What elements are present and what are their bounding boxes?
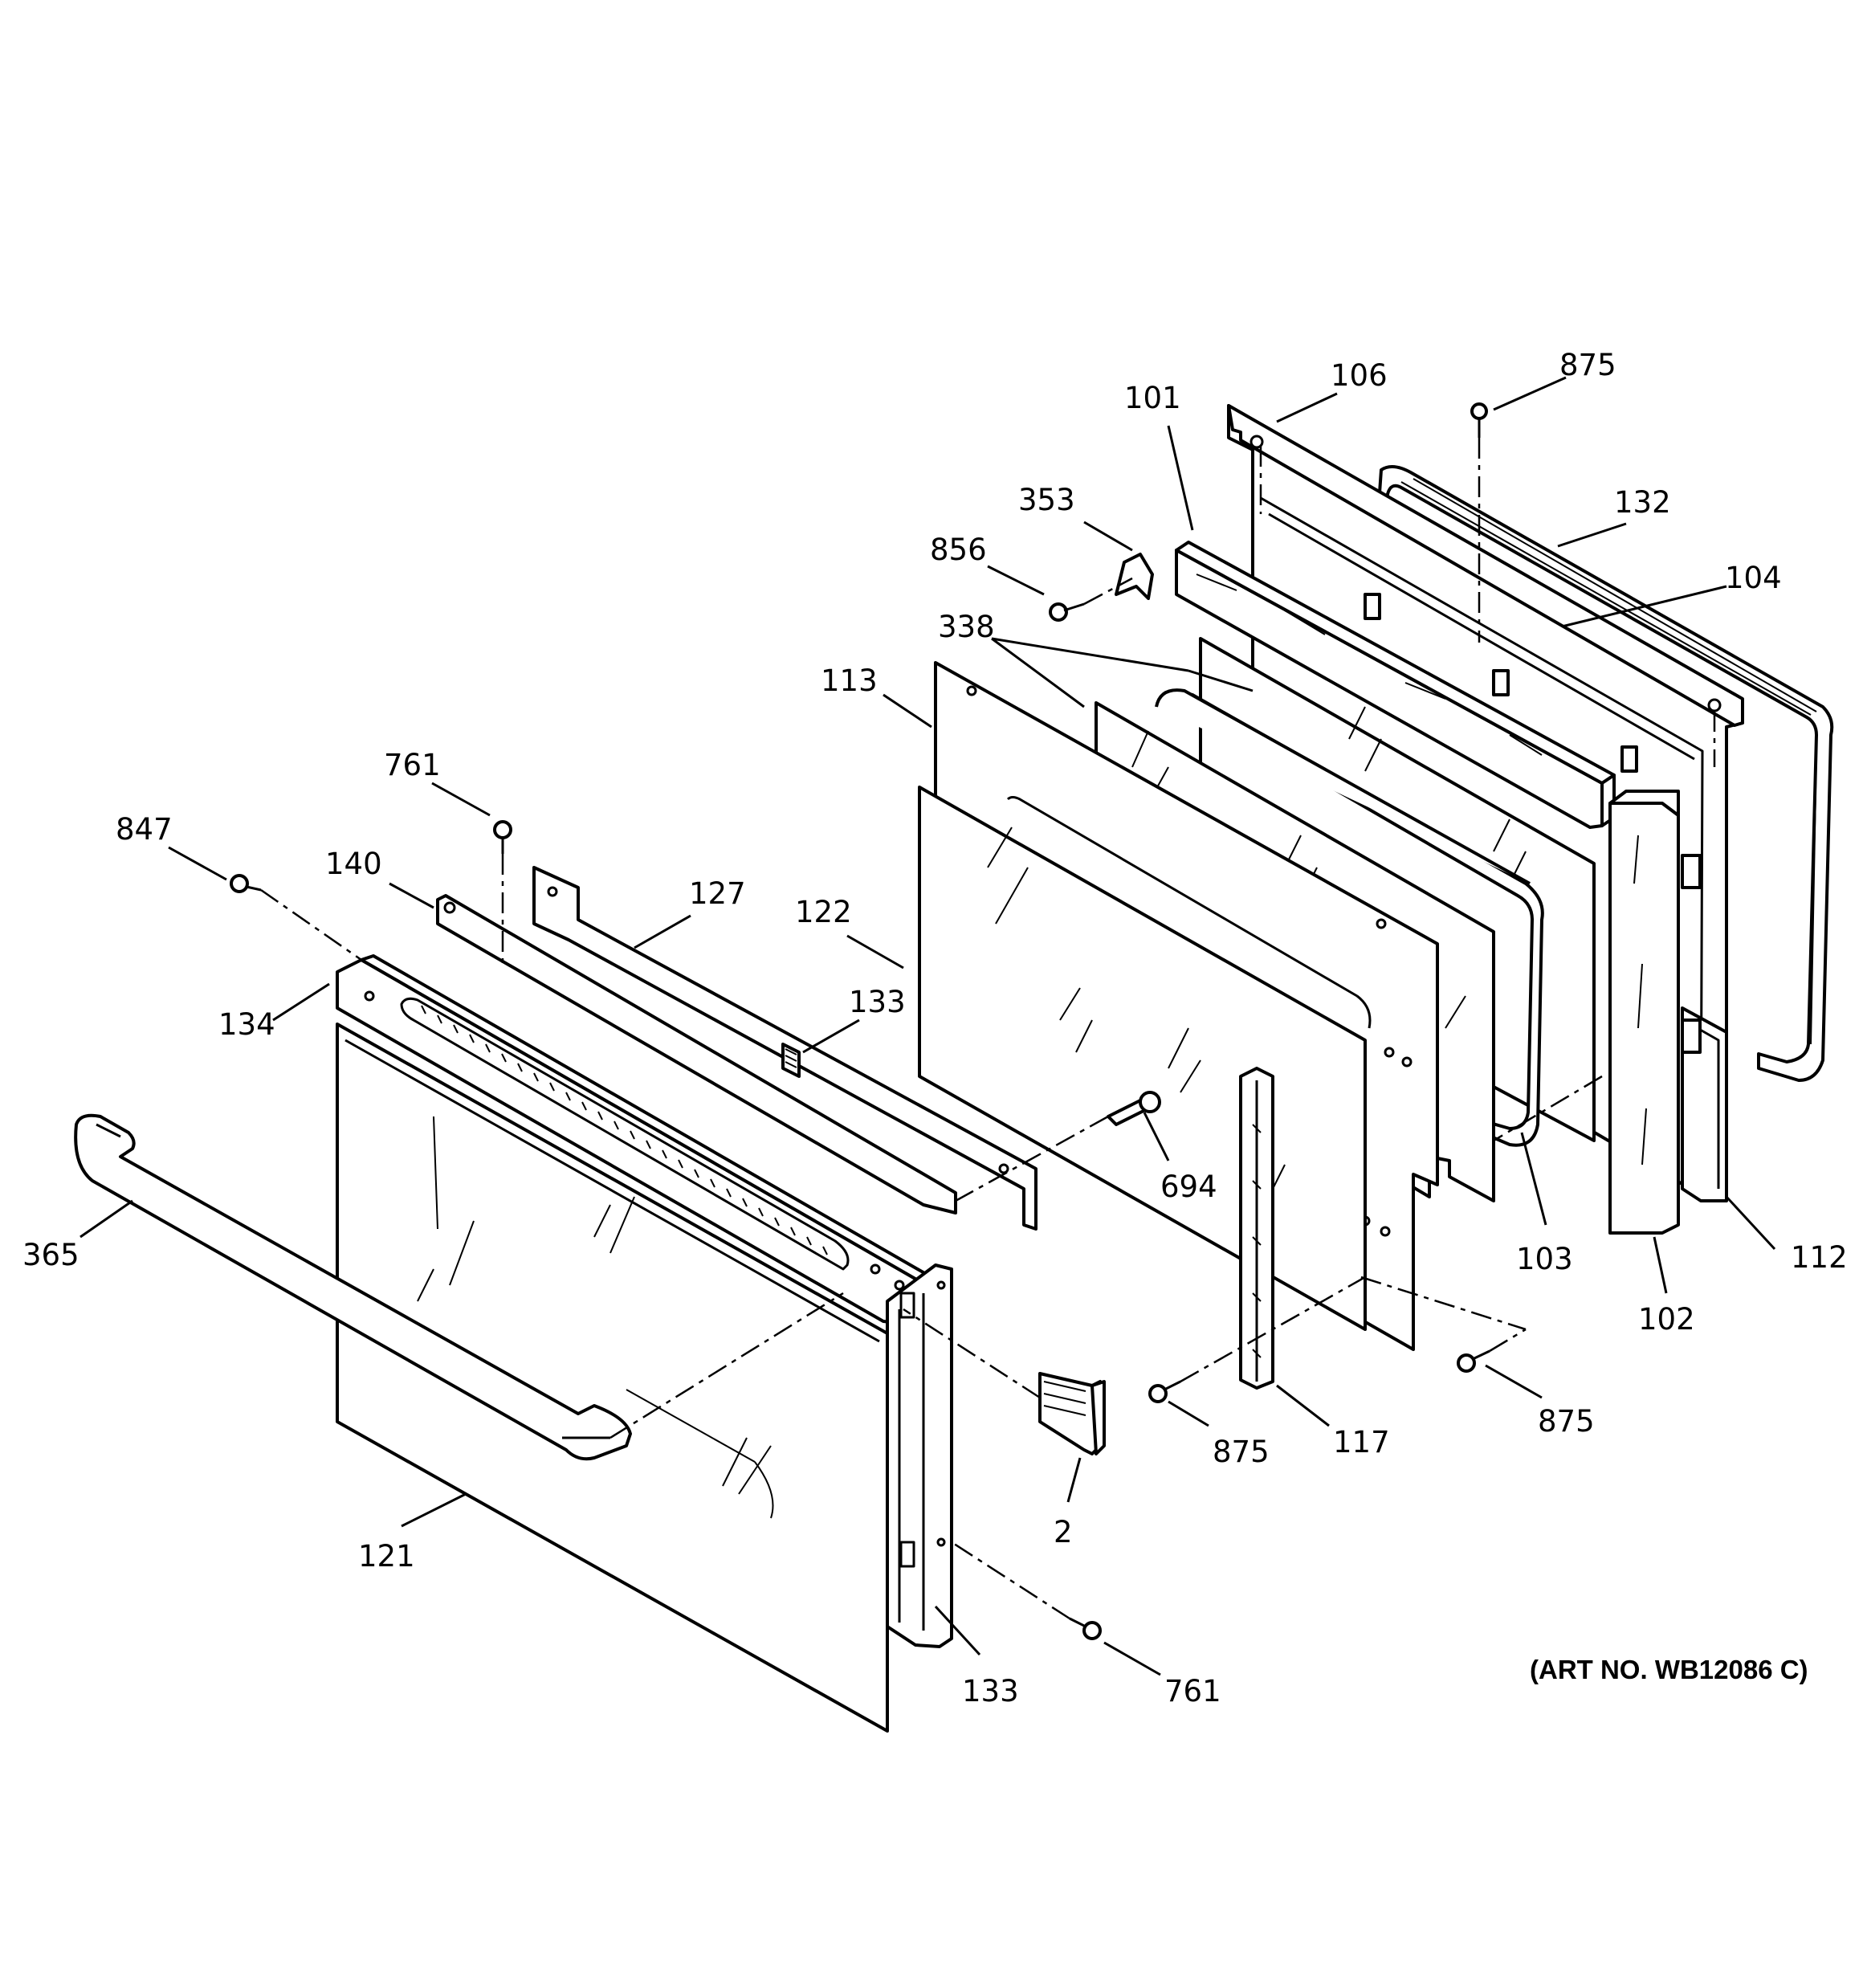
screw-856: [1049, 602, 1085, 622]
screw-761-bottom: [1069, 1617, 1102, 1640]
callout-134: 134: [218, 1007, 275, 1042]
screw-694: [1107, 1091, 1161, 1126]
callout-875-top: 875: [1559, 348, 1616, 382]
screw-847: [230, 874, 262, 893]
screw-875-left: [1148, 1380, 1181, 1403]
screw-761-top: [493, 820, 512, 854]
door-gasket: [1373, 465, 1834, 1082]
callout-365: 365: [22, 1238, 79, 1272]
door-handle: [74, 1113, 632, 1461]
callout-103: 103: [1516, 1242, 1573, 1276]
vent-trim-top: [436, 894, 957, 1214]
callout-104: 104: [1725, 561, 1782, 595]
callout-856: 856: [930, 533, 987, 567]
callout-2: 2: [1054, 1515, 1073, 1549]
leader-lines: [79, 376, 1776, 1676]
callout-694: 694: [1160, 1170, 1217, 1204]
top-trim-bracket: [1227, 404, 1744, 727]
callout-875-right: 875: [1538, 1404, 1595, 1439]
callout-132: 132: [1614, 485, 1671, 520]
callout-761-top: 761: [384, 748, 441, 782]
insulation-side: [1608, 790, 1680, 1235]
callout-102: 102: [1638, 1302, 1695, 1337]
callout-112: 112: [1791, 1240, 1848, 1275]
callout-101: 101: [1124, 381, 1181, 415]
callout-106: 106: [1331, 358, 1388, 393]
door-side-frame: [886, 1263, 953, 1648]
callout-875-left: 875: [1213, 1435, 1270, 1469]
callout-122: 122: [795, 895, 852, 929]
callout-labels: 106 875 101 132 353 104 856 338 113 761 …: [22, 348, 1848, 1708]
art-number: (ART NO. WB12086 C): [1530, 1655, 1808, 1684]
handle-clip: [1038, 1372, 1106, 1455]
callout-113: 113: [821, 663, 878, 698]
callout-761-bottom: 761: [1164, 1674, 1221, 1708]
hinge-bracket: [1239, 1067, 1274, 1390]
callout-133-upper: 133: [849, 985, 906, 1019]
callout-847: 847: [116, 812, 173, 847]
callout-127: 127: [689, 876, 746, 911]
callout-338: 338: [938, 610, 995, 644]
screw-875-top: [1470, 402, 1488, 438]
hinge-clip-upper: [781, 1043, 801, 1078]
callout-133-lower: 133: [962, 1674, 1019, 1708]
callout-140: 140: [325, 847, 382, 881]
hinge-bracket-small: [1115, 553, 1154, 600]
alignment-lines: [260, 438, 1716, 1620]
callout-121: 121: [358, 1539, 415, 1574]
callout-117: 117: [1333, 1425, 1390, 1459]
callout-353: 353: [1018, 483, 1075, 517]
outer-door-panel: [336, 1023, 889, 1733]
screw-875-right: [1457, 1349, 1490, 1373]
